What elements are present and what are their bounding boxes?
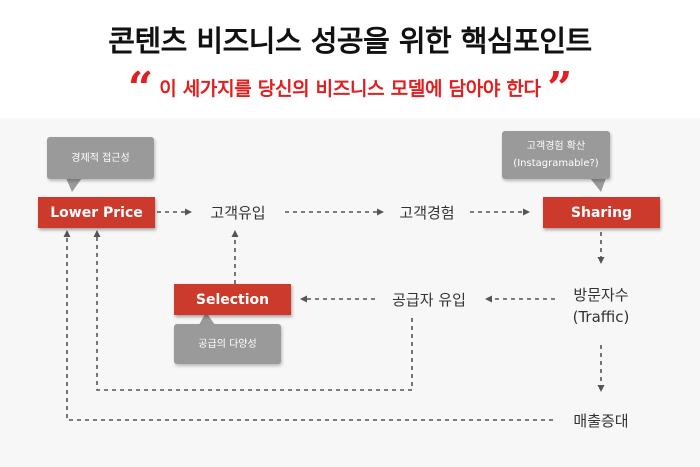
open-quote-mark: “ xyxy=(127,63,153,114)
sharing-box: Sharing xyxy=(543,197,660,228)
selection-box: Selection xyxy=(174,284,291,315)
customer-experience-label: 고객경험 xyxy=(399,204,455,222)
economic-access-callout: 경제적 접근성 xyxy=(47,137,154,179)
arrow-sales-loop-to-lowerprice xyxy=(63,230,553,421)
close-quote-mark: ” xyxy=(547,63,573,114)
supplier-inflow-label: 공급자 유입 xyxy=(392,291,466,309)
arrow-supplier-loop-to-lowerprice xyxy=(93,230,413,391)
economic-access-text: 경제적 접근성 xyxy=(71,152,130,164)
sales-increase-label: 매출증대 xyxy=(573,412,629,430)
lower-price-label: Lower Price xyxy=(50,204,143,221)
experience-spread-callout: 고객경험 확산 (Instagramable?) xyxy=(502,131,610,179)
experience-spread-text-1: 고객경험 확산 xyxy=(526,141,586,152)
supply-diversity-callout: 공급의 다양성 xyxy=(174,324,281,364)
sharing-label: Sharing xyxy=(570,204,633,221)
subtitle: “ 이 세가지를 당신의 비즈니스 모델에 담아야 한다 ” xyxy=(0,67,700,111)
callout-pointer-spread xyxy=(590,178,606,192)
experience-spread-text-2: (Instagramable?) xyxy=(513,158,599,169)
visitors-label: 방문자수 (Traffic) xyxy=(556,284,646,328)
visitors-label-line2: (Traffic) xyxy=(572,308,630,326)
page-title: 콘텐츠 비즈니스 성공을 위한 핵심포인트 xyxy=(108,24,592,58)
supply-diversity-text: 공급의 다양성 xyxy=(198,338,257,350)
visitors-label-line1: 방문자수 xyxy=(573,286,629,304)
customer-inflow-label: 고객유입 xyxy=(210,204,266,222)
lower-price-box: Lower Price xyxy=(38,197,155,228)
callout-pointer-supply xyxy=(199,312,215,325)
subtitle-text: 이 세가지를 당신의 비즈니스 모델에 담아야 한다 xyxy=(159,78,541,100)
callout-pointer-economic xyxy=(66,178,82,192)
selection-label: Selection xyxy=(195,291,270,308)
